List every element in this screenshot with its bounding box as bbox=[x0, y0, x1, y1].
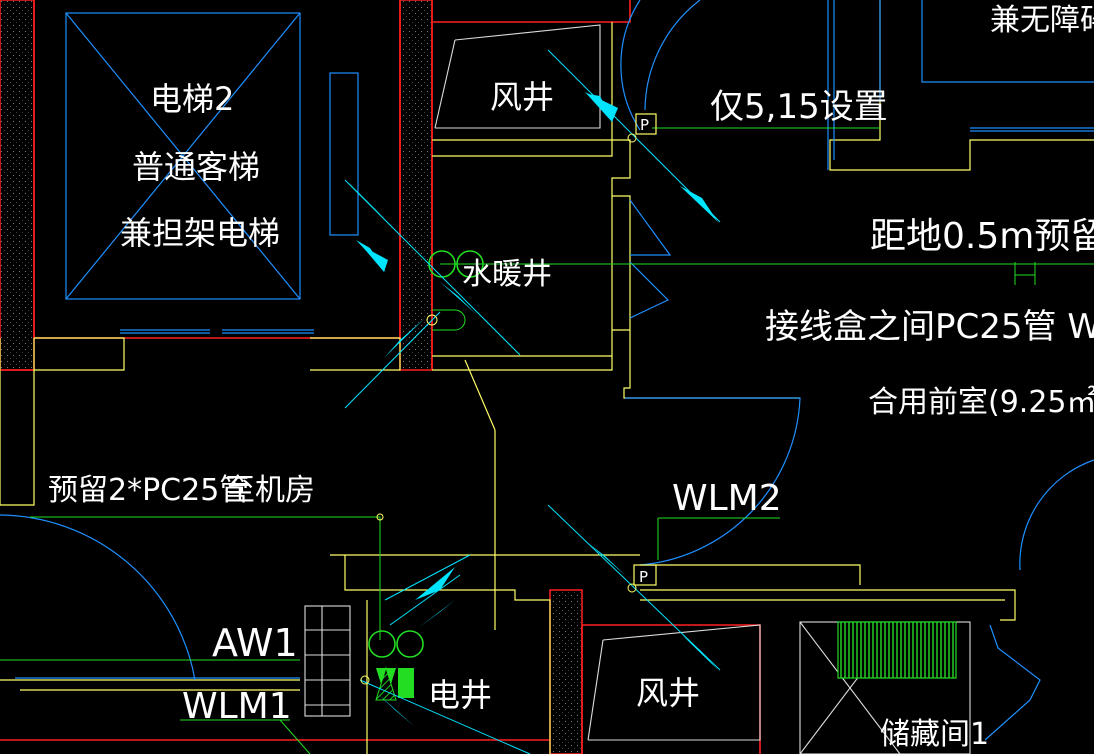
overlap-label: 至机房 bbox=[225, 473, 315, 508]
floor-note-label: 仅5,15设置 bbox=[710, 87, 888, 127]
red-walls bbox=[0, 0, 761, 754]
elevator-label-2: 普通客梯 bbox=[132, 148, 260, 186]
reserve-pipe-label: 预留2*PC25管 bbox=[48, 473, 249, 508]
air-shaft-top-label: 风井 bbox=[490, 78, 554, 116]
wiring-lines bbox=[0, 127, 1094, 754]
elevator-label-3: 兼担架电梯 bbox=[120, 214, 280, 252]
barrier-free-label: 兼无障碍 bbox=[990, 3, 1094, 38]
aw1-label: AW1 bbox=[212, 621, 298, 665]
water-equipment-symbols bbox=[368, 250, 484, 658]
hatched-block bbox=[837, 621, 957, 679]
wlm1-label: WLM1 bbox=[182, 686, 292, 727]
elec-shaft-label: 电井 bbox=[428, 676, 492, 714]
elevator-car bbox=[65, 12, 359, 334]
leader-lines bbox=[344, 49, 721, 754]
front-room-label: 合用前室(9.25㎡) bbox=[868, 385, 1094, 420]
shaft-outlines bbox=[304, 24, 971, 754]
water-shaft-label: 水暖井 bbox=[462, 257, 552, 292]
elec-equipment-symbols bbox=[375, 666, 414, 701]
panel-box-bottom: P bbox=[627, 564, 657, 593]
panel-box-top: P bbox=[627, 113, 657, 143]
junction-node-elec bbox=[360, 675, 370, 685]
wall-column-bottom bbox=[549, 589, 583, 754]
junction-pipe-label: 接线盒之间PC25管 WC bbox=[765, 307, 1094, 347]
elevator-label-1: 电梯2 bbox=[150, 80, 234, 118]
wall-column-left bbox=[0, 0, 35, 371]
panel-letter-bottom: P bbox=[639, 568, 648, 586]
wall-column-mid bbox=[399, 0, 433, 371]
junction-node bbox=[426, 314, 438, 326]
junction-node-small bbox=[376, 513, 384, 521]
wlm2-label: WLM2 bbox=[672, 478, 782, 519]
air-shaft-bottom-label: 风井 bbox=[636, 674, 700, 712]
panel-letter-top: P bbox=[640, 116, 649, 134]
storage-label: 储藏间1 bbox=[880, 717, 989, 752]
arrowheads bbox=[348, 92, 718, 726]
